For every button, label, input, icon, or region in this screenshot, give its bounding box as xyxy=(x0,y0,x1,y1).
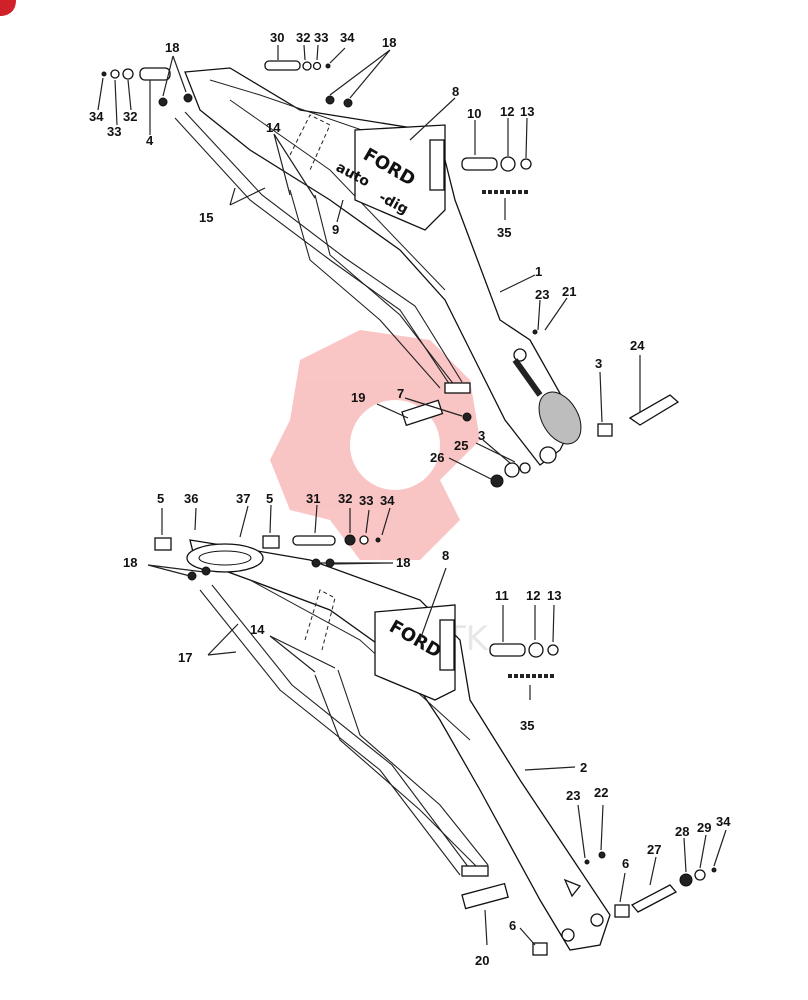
callout-11: 11 xyxy=(495,588,509,603)
hydraulic-tube-14b xyxy=(314,194,456,387)
callout-14: 14 xyxy=(266,120,281,135)
callout-30: 30 xyxy=(270,30,284,45)
callout-28: 28 xyxy=(675,824,689,839)
callout-5: 5 xyxy=(157,491,164,506)
hydraulic-tube-14d xyxy=(337,669,489,866)
callout-32: 32 xyxy=(338,491,352,506)
callout-34: 34 xyxy=(340,30,355,45)
pin-27 xyxy=(630,884,678,913)
callout-20: 20 xyxy=(475,953,489,968)
callout-3: 3 xyxy=(478,428,485,443)
pin-30 xyxy=(264,60,301,71)
callout-labels: 30 32 33 34 18 18 34 33 32 4 8 10 12 13 … xyxy=(89,30,731,968)
callout-7: 7 xyxy=(397,386,404,401)
hydraulic-tube-17b xyxy=(211,584,473,873)
callout-19: 19 xyxy=(351,390,365,405)
callout-15: 15 xyxy=(199,210,213,225)
callout-8: 8 xyxy=(452,84,459,99)
callout-17: 17 xyxy=(178,650,192,665)
bushing-5b xyxy=(262,535,280,549)
callout-35: 35 xyxy=(497,225,511,240)
callout-32: 32 xyxy=(296,30,310,45)
callout-8: 8 xyxy=(442,548,449,563)
pin-24 xyxy=(628,394,680,426)
callout-33: 33 xyxy=(314,30,328,45)
callout-34: 34 xyxy=(89,109,104,124)
callout-29: 29 xyxy=(697,820,711,835)
callout-2: 2 xyxy=(580,760,587,775)
hydraulic-tube-15a xyxy=(174,117,451,386)
callout-35: 35 xyxy=(520,718,534,733)
callout-12: 12 xyxy=(526,588,540,603)
lower-hardware xyxy=(154,534,717,956)
pin-11 xyxy=(489,643,526,657)
corner-marker-icon xyxy=(0,0,16,16)
hydraulic-tube-14c xyxy=(314,674,479,869)
pin-31 xyxy=(292,535,336,546)
callout-36: 36 xyxy=(184,491,198,506)
hydraulic-tube-15b xyxy=(184,111,463,383)
block-20 xyxy=(461,882,509,910)
callout-18: 18 xyxy=(165,40,179,55)
callout-1: 1 xyxy=(535,264,542,279)
callout-37: 37 xyxy=(236,491,250,506)
callout-13: 13 xyxy=(520,104,534,119)
callout-4: 4 xyxy=(146,133,154,148)
upper-hardware xyxy=(101,60,680,488)
callout-3: 3 xyxy=(595,356,602,371)
callout-21: 21 xyxy=(562,284,576,299)
callout-12: 12 xyxy=(500,104,514,119)
callout-13: 13 xyxy=(547,588,561,603)
pin-4 xyxy=(139,67,171,81)
boom-1-end-plate xyxy=(538,391,582,445)
hydraulic-tube-17a xyxy=(199,589,461,876)
callout-22: 22 xyxy=(594,785,608,800)
callout-18: 18 xyxy=(123,555,137,570)
callout-34: 34 xyxy=(380,493,395,508)
callout-6: 6 xyxy=(509,918,516,933)
decal-plate-8a xyxy=(354,124,446,231)
callout-24: 24 xyxy=(630,338,645,353)
callout-9: 9 xyxy=(332,222,339,237)
callout-34: 34 xyxy=(716,814,731,829)
lower-boom-assembly: FORD xyxy=(186,539,611,951)
pin-10 xyxy=(461,157,498,171)
callout-14: 14 xyxy=(250,622,265,637)
hydraulic-tube-14a xyxy=(289,189,441,389)
leader-lines xyxy=(97,44,727,946)
callout-33: 33 xyxy=(107,124,121,139)
callout-32: 32 xyxy=(123,109,137,124)
callout-23: 23 xyxy=(566,788,580,803)
callout-6: 6 xyxy=(622,856,629,871)
callout-18: 18 xyxy=(382,35,396,50)
callout-18: 18 xyxy=(396,555,410,570)
callout-31: 31 xyxy=(306,491,320,506)
decal-plate-8b xyxy=(374,604,456,701)
callout-23: 23 xyxy=(535,287,549,302)
bushing-5a xyxy=(154,537,172,551)
callout-27: 27 xyxy=(647,842,661,857)
callout-33: 33 xyxy=(359,493,373,508)
callout-10: 10 xyxy=(467,106,481,121)
callout-5: 5 xyxy=(266,491,273,506)
callout-26: 26 xyxy=(430,450,444,465)
callout-25: 25 xyxy=(454,438,468,453)
